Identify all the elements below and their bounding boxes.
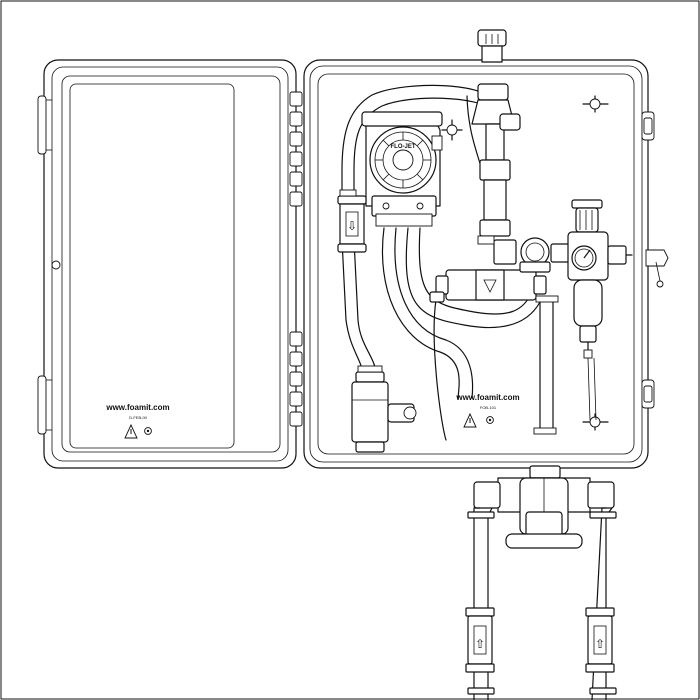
ball-valve (493, 237, 570, 273)
pressure-gauge-icon (571, 245, 597, 271)
body-website-label: www.foamit.com (455, 393, 519, 402)
bottom-right-pipe: ⇧ (585, 507, 617, 700)
body-part-number: FOB-101 (480, 405, 497, 410)
check-valve-column (471, 83, 521, 237)
door-hinges (289, 91, 303, 427)
flow-arrow-icon: ⇧ (475, 637, 485, 651)
flow-arrow-icon: ⇧ (595, 637, 605, 651)
hose-clamps (339, 189, 559, 435)
pump-ring-teeth (375, 132, 431, 188)
pump-brand-label: FLO-JET (391, 144, 416, 150)
warning-triangle-icon (124, 423, 138, 439)
gear-icon (486, 416, 494, 424)
inline-strainer (351, 371, 417, 453)
warning-triangle-icon (463, 412, 477, 428)
gear-icon (144, 427, 152, 435)
door-part-number: D-FEB-00 (129, 415, 148, 420)
bottom-manifold (473, 465, 615, 549)
door-website-label: www.foamit.com (105, 403, 169, 412)
foam-pump: FLO-JET (361, 111, 443, 227)
flow-arrow-icon: ⇩ (347, 219, 357, 233)
enclosure-door: www.foamit.com D-FEB-00 (37, 59, 303, 469)
left-flow-indicator: ⇩ (337, 195, 367, 253)
bottom-left-pipe: ⇧ (465, 507, 495, 700)
manifold-block (429, 269, 547, 303)
top-inlet-fitting (477, 29, 507, 63)
air-regulator (567, 199, 633, 421)
